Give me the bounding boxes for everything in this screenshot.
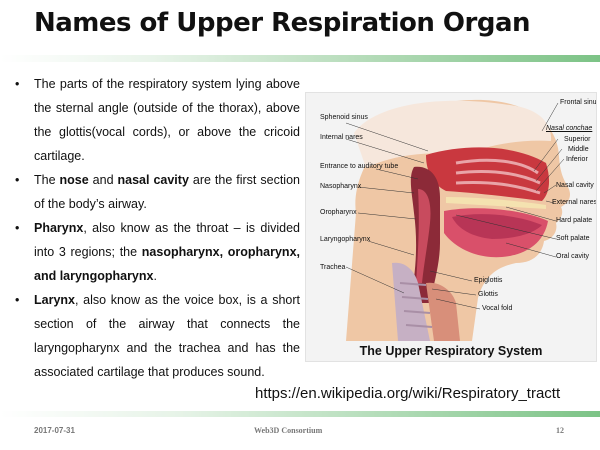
label-conchae-inferior: Inferior (566, 156, 588, 163)
label-nasal-conchae: Nasal conchae (546, 125, 593, 132)
label-soft-palate: Soft palate (556, 235, 590, 242)
bullet-bold-text: nose (59, 173, 89, 187)
label-nasal-cavity: Nasal cavity (556, 182, 594, 189)
bullet-text: , also know as the throat – is divided i… (34, 221, 300, 259)
label-trachea: Trachea (320, 264, 346, 271)
source-url: https://en.wikipedia.org/wiki/Respirator… (255, 385, 561, 402)
label-sphenoid-sinus: Sphenoid sinus (320, 114, 368, 121)
bullet-text: , also know as the voice box, is a short… (34, 293, 300, 379)
bullet-item: • Larynx, also know as the voice box, is … (12, 288, 300, 384)
label-entrance-auditory-tube: Entrance to auditory tube (320, 163, 399, 170)
bullet-dot-icon: • (15, 221, 20, 235)
label-vocal-fold: Vocal fold (482, 305, 513, 312)
label-hard-palate: Hard palate (556, 217, 593, 224)
footer-bar (0, 411, 600, 417)
footer-organization: Web3D Consortium (254, 426, 323, 435)
bullet-bold-text: Pharynx (34, 221, 84, 235)
upper-respiratory-diagram: Sphenoid sinus Internal nares Entrance t… (305, 92, 597, 362)
label-conchae-middle: Middle (568, 146, 589, 153)
label-nasopharynx: Nasopharynx (320, 183, 362, 190)
footer-date: 2017-07-31 (34, 426, 75, 435)
bullet-bold-text: nasal cavity (117, 173, 189, 187)
label-external-nares: External nares (552, 199, 597, 206)
bullet-bold-text: nasopharynx, oropharynx, and laryngophar… (34, 245, 300, 283)
bullet-item: • The parts of the respiratory system lyi… (12, 72, 300, 168)
bullet-text: are the first section of the body’s airw… (34, 173, 300, 211)
bullet-text: . (153, 269, 157, 283)
label-glottis: Glottis (478, 291, 498, 298)
label-epiglottis: Epiglottis (474, 277, 503, 284)
figure-caption: The Upper Respiratory System (359, 344, 543, 358)
bullet-item: • Pharynx, also know as the throat – is d… (12, 216, 300, 288)
bullet-text: and (88, 173, 118, 187)
bullet-item: • The nose and nasal cavity are the first… (12, 168, 300, 216)
label-internal-nares: Internal nares (320, 134, 363, 141)
title-underline-bar (0, 55, 600, 62)
footer-page-number: 12 (556, 426, 564, 435)
label-oral-cavity: Oral cavity (556, 253, 590, 260)
label-oropharynx: Oropharynx (320, 209, 357, 216)
anatomy-illustration (345, 99, 571, 342)
bullet-text: The parts of the respiratory system lyin… (34, 77, 300, 163)
bullet-dot-icon: • (15, 173, 20, 187)
bullet-text: The (34, 173, 60, 187)
bullet-list: • The parts of the respiratory system lyi… (12, 72, 300, 384)
label-frontal-sinus: Frontal sinus (560, 99, 597, 106)
label-laryngopharynx: Laryngopharynx (320, 236, 371, 243)
bullet-bold-text: Larynx (34, 293, 75, 307)
bullet-dot-icon: • (15, 293, 20, 307)
slide-title: Names of Upper Respiration Organ (34, 8, 531, 38)
bullet-dot-icon: • (15, 77, 20, 91)
label-conchae-superior: Superior (564, 136, 591, 143)
